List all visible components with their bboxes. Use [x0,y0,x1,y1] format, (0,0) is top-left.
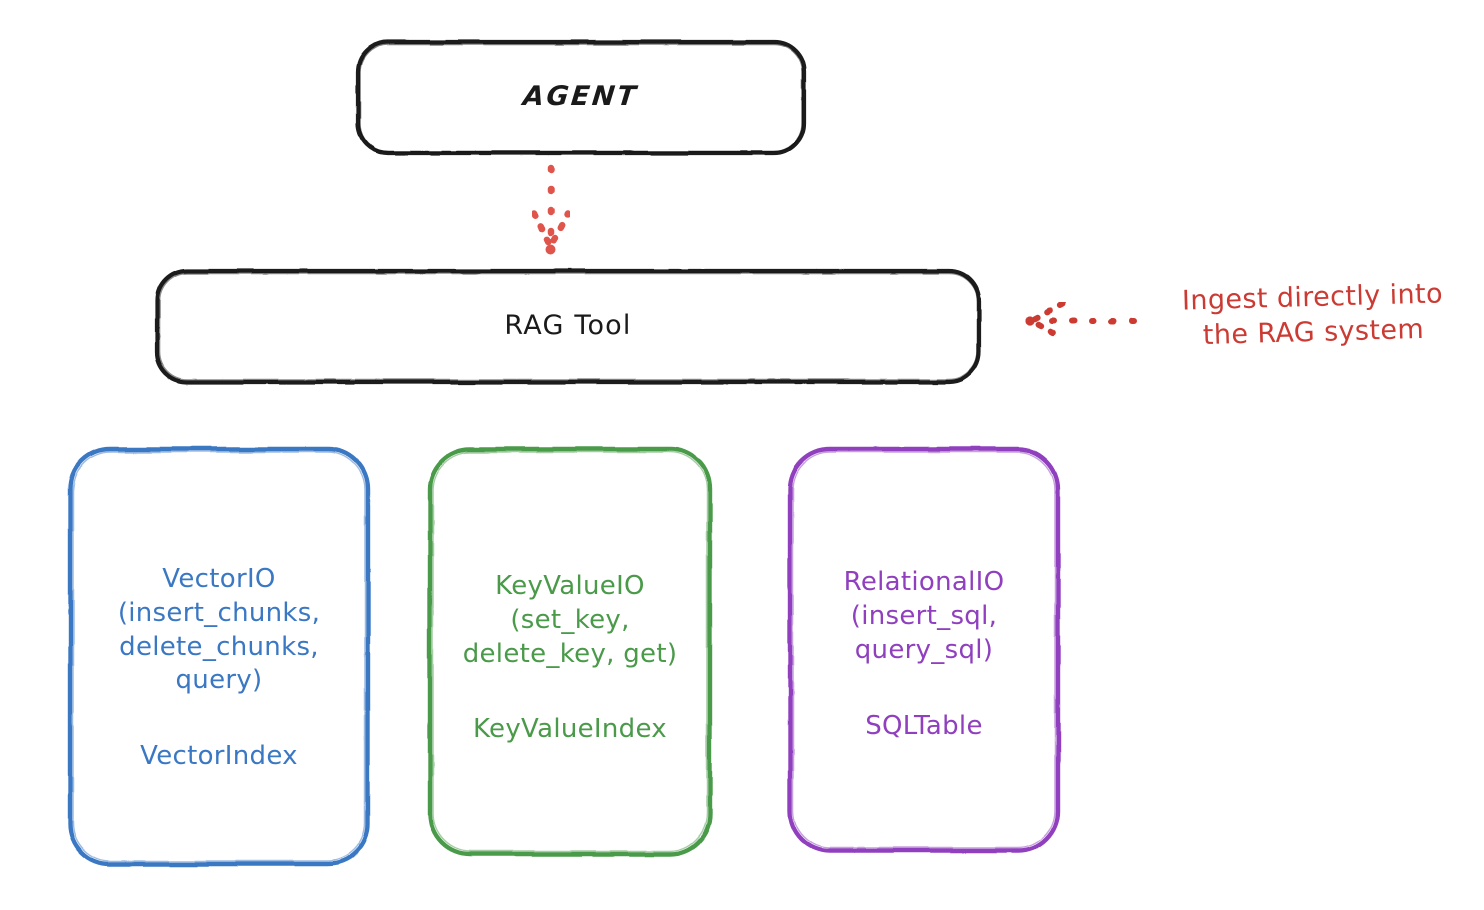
agent-node[interactable]: AGENT [357,41,805,154]
vector-io-index-label: VectorIndex [140,741,298,772]
vector-io-methods-label: VectorIO (insert_chunks, delete_chunks, … [117,564,321,696]
rag-tool-node[interactable]: RAG Tool [156,270,980,383]
agent-box-outline [355,39,807,156]
ingest-annotation-text: Ingest directly into the RAG system [1181,278,1444,351]
dotted-arrow-down-icon [530,164,572,255]
relational-io-table-label: SQLTable [865,710,983,741]
rag-tool-box-outline [154,268,982,385]
vector-io-card-outline [67,446,371,867]
relational-io-methods-label: RelationalIO (insert_sql, query_sql) [843,567,1005,665]
rag-tool-label: RAG Tool [504,310,632,342]
dotted-arrow-left-icon [1025,301,1137,341]
relational-io-card[interactable]: RelationalIO (insert_sql, query_sql) SQL… [788,447,1060,853]
agent-label: AGENT [521,81,641,113]
key-value-io-card[interactable]: KeyValueIO (set_key, delete_key, get) Ke… [428,447,712,856]
key-value-io-card-outline [427,446,713,857]
key-value-io-index-label: KeyValueIndex [472,714,667,745]
relational-io-card-outline [787,446,1061,854]
key-value-io-methods-label: KeyValueIO (set_key, delete_key, get) [462,570,678,669]
vector-io-card[interactable]: VectorIO (insert_chunks, delete_chunks, … [68,447,370,866]
